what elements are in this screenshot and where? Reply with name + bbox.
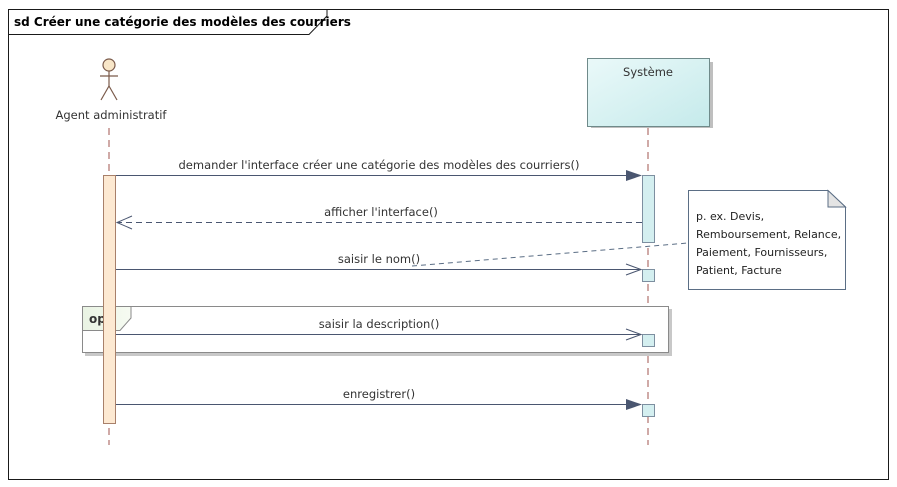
message-3-label: saisir le nom() xyxy=(338,252,420,266)
open-arrowhead-icon xyxy=(115,215,133,230)
message-5-label: enregistrer() xyxy=(343,387,415,401)
note-line-2: Remboursement, Relance, xyxy=(696,228,841,241)
frame-title-tab xyxy=(8,9,328,35)
system-activation-4 xyxy=(642,404,655,417)
system-activation-3 xyxy=(642,334,655,347)
open-arrowhead-icon xyxy=(625,263,643,276)
system-activation-1 xyxy=(642,175,655,243)
open-arrowhead-icon xyxy=(625,328,643,341)
system-activation-2 xyxy=(642,269,655,282)
note-connector xyxy=(411,242,689,267)
filled-arrowhead-icon xyxy=(626,170,642,181)
note-line-4: Patient, Facture xyxy=(696,264,782,277)
message-5: enregistrer() xyxy=(116,387,642,410)
note-line-1: p. ex. Devis, xyxy=(696,210,764,223)
actor-activation xyxy=(103,175,116,424)
message-1: demander l'interface créer une catégorie… xyxy=(116,158,642,181)
opt-fragment xyxy=(82,306,669,353)
note-box xyxy=(688,190,846,290)
message-4-label: saisir la description() xyxy=(319,317,440,331)
message-3: saisir le nom() xyxy=(116,252,643,276)
note-line-3: Paiement, Fournisseurs, xyxy=(696,246,827,259)
message-1-label: demander l'interface créer une catégorie… xyxy=(179,158,580,172)
filled-arrowhead-icon xyxy=(626,399,642,410)
message-2: afficher l'interface() xyxy=(115,205,642,230)
message-4: saisir la description() xyxy=(116,317,643,341)
note-fold-icon xyxy=(827,189,847,208)
system-label: Système xyxy=(623,65,673,79)
actor-label: Agent administratif xyxy=(56,108,168,122)
actor-icon xyxy=(100,58,118,101)
system-box xyxy=(587,58,710,127)
message-2-label: afficher l'interface() xyxy=(324,205,438,219)
frame-title: sd Créer une catégorie des modèles des c… xyxy=(14,15,351,29)
